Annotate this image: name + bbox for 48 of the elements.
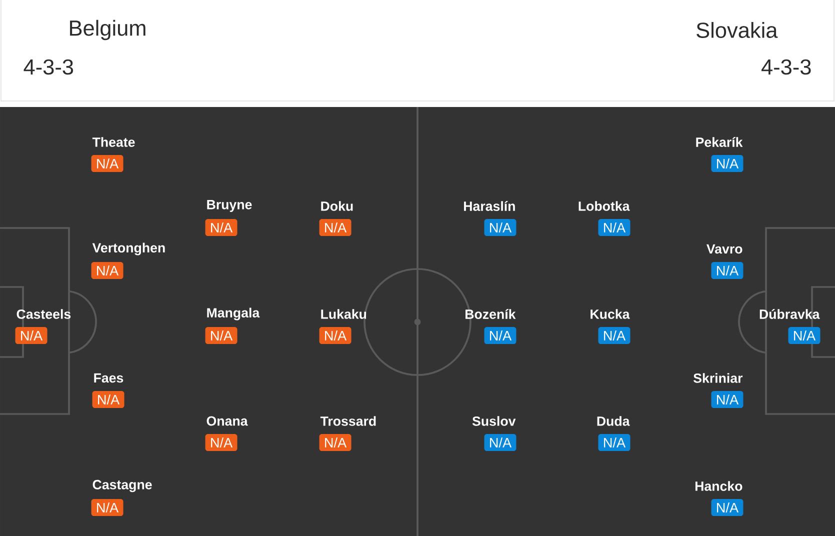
player-name: Theate [92, 137, 135, 147]
rating-badge: N/A [711, 499, 744, 516]
rating-badge: N/A [598, 434, 630, 451]
formation: 4-3-3 [762, 59, 811, 75]
rating-badge: N/A [484, 434, 516, 451]
rating-badge: N/A [788, 327, 820, 344]
player-name: Mangala [207, 308, 260, 320]
player-name: Vertonghen [92, 242, 165, 256]
player-name: Pekarík [696, 137, 743, 147]
player-name: Castagne [92, 480, 152, 492]
player-name: Haraslín [464, 201, 515, 211]
player-name: Trossard [320, 416, 376, 426]
rating-badge: N/A [205, 434, 238, 451]
player-name: Skriniar [693, 373, 743, 383]
player-name: Lobotka [578, 201, 630, 211]
player-name: Onana [206, 416, 248, 426]
rating-badge: N/A [319, 327, 352, 344]
team-name: Slovakia [696, 22, 778, 38]
rating-badge: N/A [484, 327, 516, 344]
rating-badge: N/A [92, 391, 124, 408]
player-name: Suslov [472, 416, 516, 426]
player-name: Kucka [590, 309, 630, 319]
rating-badge: N/A [15, 327, 48, 344]
player-name: Bruyne [207, 200, 252, 212]
player-name: Faes [94, 373, 124, 383]
player-name: Hancko [695, 481, 742, 491]
formation: 4-3-3 [24, 59, 74, 75]
player-name: Vavro [706, 244, 742, 254]
rating-badge: N/A [711, 155, 744, 172]
player-name: Bozeník [466, 309, 516, 319]
rating-badge: N/A [319, 219, 352, 236]
team-name: Belgium [70, 20, 146, 40]
rating-badge: N/A [319, 434, 352, 451]
player-name: Casteels [16, 309, 71, 319]
rating-badge: N/A [598, 327, 630, 344]
rating-badge: N/A [598, 219, 630, 236]
rating-badge: N/A [91, 499, 124, 516]
player-name: Doku [321, 201, 353, 211]
rating-badge: N/A [91, 262, 124, 279]
rating-badge: N/A [205, 219, 238, 236]
player-name: Lukaku [321, 309, 366, 319]
rating-badge: N/A [205, 327, 238, 344]
rating-badge: N/A [484, 219, 516, 236]
player-name: Duda [597, 416, 630, 426]
rating-badge: N/A [91, 155, 124, 172]
player-name: Dúbravka [760, 309, 820, 319]
rating-badge: N/A [711, 391, 744, 408]
rating-badge: N/A [711, 262, 744, 279]
